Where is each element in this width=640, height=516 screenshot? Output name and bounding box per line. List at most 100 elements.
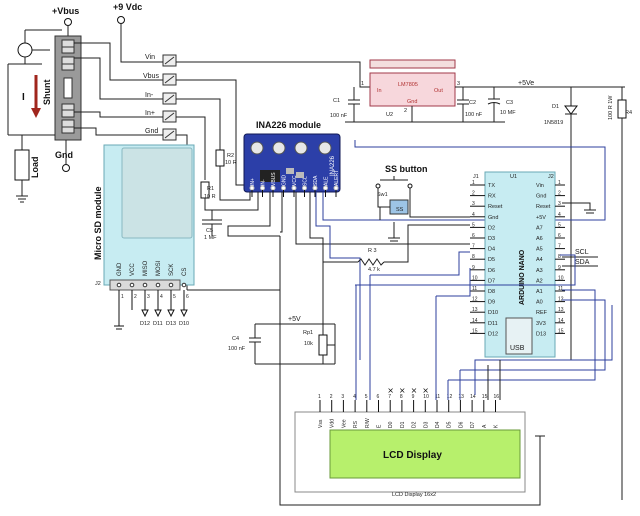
lcd-pins: 1Vss2Vdd3Vee4RS5R/W6E7D0×8D1×9D2×10D3×11…: [318, 386, 500, 428]
lcd-pin-label: RS: [353, 420, 359, 428]
lcd-pin-label: D1: [400, 421, 406, 428]
terminal-gnd: Gnd: [145, 128, 158, 135]
lcd-pin-label: D5: [447, 421, 453, 428]
nano-right-pin-num: 10: [558, 275, 564, 281]
svg-text:Gnd: Gnd: [407, 99, 417, 105]
nano-left-pin-num: 5: [472, 222, 475, 228]
nano-right-pin-label: A1: [536, 289, 543, 295]
lcd-pin-num: 16: [494, 394, 500, 400]
ina226-pin-label: VBUS: [271, 172, 277, 186]
regulator-lm7805: [369, 72, 456, 107]
nano-left-pin-num: 13: [472, 307, 478, 313]
svg-text:INA226: INA226: [330, 155, 336, 176]
lcd-pin-label: R/W: [365, 418, 371, 428]
ina226-pin-label: ALE: [324, 176, 330, 186]
scl-net: SCL: [575, 249, 589, 256]
terminal-vin: Vin: [145, 54, 155, 61]
svg-text:100 R 1W: 100 R 1W: [608, 95, 614, 120]
nano-right-pin-num: 13: [558, 307, 564, 313]
svg-text:4.7 k: 4.7 k: [368, 267, 380, 273]
nano-left-pin-num: 1: [472, 180, 475, 186]
nano-right-pin-num: 15: [558, 328, 564, 334]
sd-pin-dot: [155, 282, 161, 288]
ina226-title: INA226 module: [256, 120, 321, 130]
svg-text:U1: U1: [510, 174, 517, 180]
nano-left-pin-num: 7: [472, 244, 475, 250]
sd-pin-num: 3: [147, 294, 150, 300]
lcd-pin-num: 10: [423, 394, 429, 400]
nano-right-pin-num: 12: [558, 297, 564, 303]
nano-right-pin-num: 11: [558, 286, 563, 292]
no-connect-icon: ×: [411, 386, 418, 395]
sd-pin-dot: [142, 282, 148, 288]
lcd-pin-num: 14: [470, 394, 476, 400]
nano-right-pin-num: 2: [558, 191, 561, 197]
lcd-pin-num: 11: [435, 394, 440, 400]
sd-net-label: D11: [153, 321, 163, 327]
lcd-pin-num: 3: [341, 394, 344, 400]
regulator-ref: U2: [386, 112, 393, 118]
sd-net-label: D13: [166, 321, 176, 327]
sd-pin-num: 4: [160, 294, 163, 300]
sd-pin-label: SCK: [169, 264, 175, 276]
nano-right-pin-label: Reset: [536, 204, 551, 210]
lcd-pin-num: 5: [365, 394, 368, 400]
nano-right-pin-num: 3: [558, 201, 561, 207]
svg-text:SS: SS: [396, 207, 404, 213]
svg-text:1N5819: 1N5819: [544, 120, 563, 126]
nano-right-pin-label: Vin: [536, 183, 544, 189]
svg-text:J2: J2: [95, 281, 101, 287]
sd-pin-label: CS: [182, 268, 188, 276]
nano-left-pin-num: 11: [472, 286, 477, 292]
lcd-pin-label: Vss: [318, 419, 324, 428]
nano-right-pin-num: 8: [558, 254, 561, 260]
sd-pin-label: MISO: [143, 260, 149, 276]
nano-left-pin-label: Gnd: [488, 215, 498, 221]
lcd-pin-label: D7: [470, 421, 476, 428]
load-label: Load: [30, 157, 40, 179]
sd-pin-label: GND: [117, 262, 123, 276]
svg-text:10 R: 10 R: [225, 160, 237, 166]
nano-left-pin-num: 8: [472, 254, 475, 260]
lcd-pin-label: D4: [435, 421, 441, 428]
sd-pin-num: 1: [121, 294, 124, 300]
five-ve-label: +5Ve: [518, 80, 534, 87]
vbus-terminal: [64, 18, 72, 26]
lcd-pin-num: 7: [388, 394, 391, 400]
lcd-caption: LCD Display 16x2: [392, 492, 436, 498]
sd-pin-num: 6: [186, 294, 189, 300]
nano-left-pin-num: 12: [472, 297, 478, 303]
svg-text:Rp1: Rp1: [303, 330, 313, 336]
lcd-pin-label: D2: [412, 421, 418, 428]
no-connect-icon: ×: [399, 386, 406, 395]
nano-left-pin-label: D10: [488, 310, 498, 316]
sd-pin-dot: [116, 282, 122, 288]
sd-pin-dot: [181, 282, 187, 288]
gnd-label: Gnd: [55, 150, 73, 160]
nano-right-pin-label: A4: [536, 257, 543, 263]
nano-left-pin-num: 10: [472, 275, 478, 281]
nano-left-pin-num: 14: [472, 318, 478, 324]
svg-text:In: In: [377, 88, 382, 94]
nano-right-pin-label: +5V: [536, 215, 546, 221]
svg-text:J2: J2: [548, 174, 554, 180]
svg-text:1 MF: 1 MF: [204, 235, 217, 241]
nano-right-pin-num: 6: [558, 233, 561, 239]
nano-left-pin-label: D8: [488, 289, 495, 295]
svg-text:10 MF: 10 MF: [500, 110, 516, 116]
five-v-label: +5V: [288, 316, 301, 323]
ina226-pin-label: SDA: [313, 175, 319, 186]
nano-left-pin-label: D5: [488, 257, 495, 263]
lcd-pin-label: E: [377, 424, 383, 428]
ina226-pin-label: IN-: [261, 179, 267, 186]
svg-text:100 nF: 100 nF: [330, 113, 348, 119]
ina226-pin-label: GND: [282, 175, 288, 187]
nano-left-pin-label: Reset: [488, 204, 503, 210]
lcd-pin-num: 9: [412, 394, 415, 400]
nano-left-pin-num: 3: [472, 201, 475, 207]
nano-right-pin-label: A6: [536, 236, 543, 242]
r3-ref: R 3: [368, 248, 377, 254]
